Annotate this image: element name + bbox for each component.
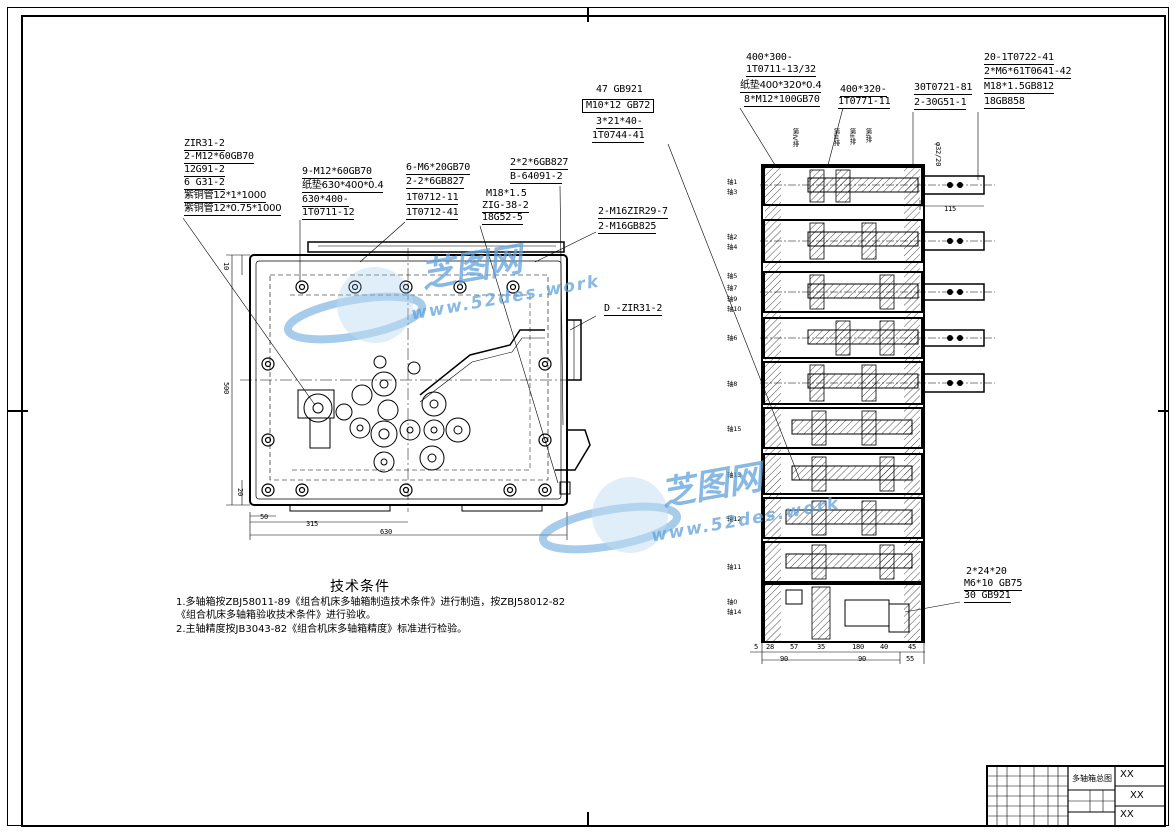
callout-label: 2*24*20 — [966, 566, 1007, 577]
callout-label: 1T0712-41 — [406, 207, 459, 220]
callout-label: 纸垫630*400*0.4 — [302, 180, 384, 193]
axis-label: 轴1 — [727, 178, 738, 186]
callout-label: 2-M16GB825 — [598, 221, 657, 234]
callout-label: 2*2*6GB827 — [510, 157, 569, 170]
axis-label: 轴9 — [727, 295, 738, 303]
axis-label: 轴13 — [727, 471, 742, 479]
dim-text: 57 — [790, 643, 799, 651]
drawing-name: 多轴箱总图 — [1072, 774, 1112, 783]
axis-label: 轴6 — [727, 334, 738, 342]
callout-label: 3*21*40- — [596, 116, 643, 129]
callout-label: 12G91-2 — [184, 164, 225, 177]
dim-text: 55 — [906, 655, 915, 663]
dim-text: 500 — [222, 382, 230, 395]
title-block — [986, 765, 1166, 827]
title-field: XX — [1120, 769, 1134, 780]
callout-label: 9-M12*60GB70 — [302, 166, 372, 179]
callout-label: B-64091-2 — [510, 171, 563, 184]
callout-label: 1T0771-11 — [838, 96, 891, 109]
axis-label: 轴0 — [727, 598, 738, 606]
tech-line: 1.多轴箱按ZBJ58011-89《组合机床多轴箱制造技术条件》进行制造，按ZB… — [176, 597, 566, 608]
title-field: XX — [1120, 809, 1134, 820]
callout-label: 2-M16ZIR29-7 — [598, 206, 668, 219]
sheet-border — [7, 7, 1169, 827]
callout-label: 1T0712-11 — [406, 192, 459, 205]
row-label: 第IV排 — [791, 128, 799, 147]
axis-label: 轴5 — [727, 272, 738, 280]
callout-label: 30T0721-81 — [914, 82, 973, 95]
callout-label: 8*M12*100GB70 — [744, 94, 820, 107]
callout-label: 6-M6*20GB70 — [406, 162, 471, 175]
callout-label: 400*300- — [746, 52, 793, 63]
callout-label: 6 G31-2 — [184, 177, 225, 190]
tech-title: 技术条件 — [330, 579, 390, 595]
axis-label: 轴7 — [727, 284, 738, 292]
callout-label: 1T0711-12 — [302, 207, 355, 220]
callout-label: M6*10 GB75 — [964, 578, 1023, 591]
axis-label: 轴11 — [727, 563, 742, 571]
callout-label: 18G52-5 — [482, 212, 523, 225]
axis-label: 轴4 — [727, 243, 738, 251]
dim-text: 10 — [222, 262, 230, 271]
callout-label: 2-30G51-1 — [914, 97, 967, 110]
callout-label: ZIG-38-2 — [482, 200, 529, 213]
callout-label: 400*320- — [840, 84, 887, 97]
callout-label: 630*400- — [302, 194, 349, 207]
section-view — [739, 107, 995, 664]
dim-text: 630 — [380, 528, 393, 536]
callout-label: 2-2*6GB827 — [406, 176, 465, 189]
callout-label: 1T0711-13/32 — [746, 64, 816, 77]
axis-label: 轴12 — [727, 515, 742, 523]
axis-label: 轴15 — [727, 425, 742, 433]
callout-label: 1T0744-41 — [592, 130, 645, 143]
dim-text: 45 — [908, 643, 917, 651]
dim-text: 90 — [780, 655, 789, 663]
centering-marks — [8, 7, 1168, 826]
callout-label: 30 GB921 — [964, 590, 1011, 603]
axis-label: 轴8 — [727, 380, 738, 388]
callout-label: 紫铜管12*1*1000 — [184, 190, 267, 203]
dim-text: 28 — [766, 643, 775, 651]
callout-label: 紫铜管12*0.75*1000 — [184, 203, 282, 216]
row-label: 第II排 — [848, 128, 856, 145]
dim-text: 35 — [817, 643, 826, 651]
callout-label: 18GB858 — [984, 96, 1025, 109]
callout-label: 2-M12*60GB70 — [184, 151, 254, 164]
axis-label: 轴14 — [727, 608, 742, 616]
callout-label: 47 GB921 — [596, 84, 643, 95]
callout-label: 20-1T0722-41 — [984, 52, 1054, 65]
callout-label: M18*1.5GB812 — [984, 81, 1054, 94]
dim-text: 90 — [858, 655, 867, 663]
callout-label: 2*M6*61T0641-42 — [984, 66, 1072, 79]
row-label: 第III排 — [832, 128, 840, 146]
dim-text: 20 — [236, 488, 244, 497]
row-label: 第I排 — [864, 128, 872, 143]
tech-line: 2.主轴精度按JB3043-82《组合机床多轴箱精度》标准进行检验。 — [176, 624, 468, 635]
dim-text: 40 — [880, 643, 889, 651]
dim-text: 315 — [306, 520, 319, 528]
dim-text: 180 — [852, 643, 865, 651]
callout-label: ZIR31-2 — [184, 138, 225, 151]
callout-label: 纸垫400*320*0.4 — [740, 80, 822, 93]
axis-label: 轴2 — [727, 233, 738, 241]
callout-label: M18*1.5 — [486, 188, 527, 199]
watermark-graphic-2 — [538, 477, 682, 554]
tech-line: 《组合机床多轴箱验收技术条件》进行验收。 — [176, 610, 376, 621]
callout-label: M10*12 GB72 — [582, 99, 655, 113]
dim-text: 50 — [260, 513, 269, 521]
callout-label: D -ZIR31-2 — [604, 303, 663, 316]
dim-text: φ32/20 — [934, 142, 942, 167]
watermark-graphic-1 — [283, 267, 427, 344]
title-field: XX — [1130, 790, 1144, 801]
dim-text: 115 — [944, 205, 957, 213]
axis-label: 轴10 — [727, 305, 742, 313]
dim-text: 5 — [754, 643, 759, 651]
axis-label: 轴3 — [727, 188, 738, 196]
